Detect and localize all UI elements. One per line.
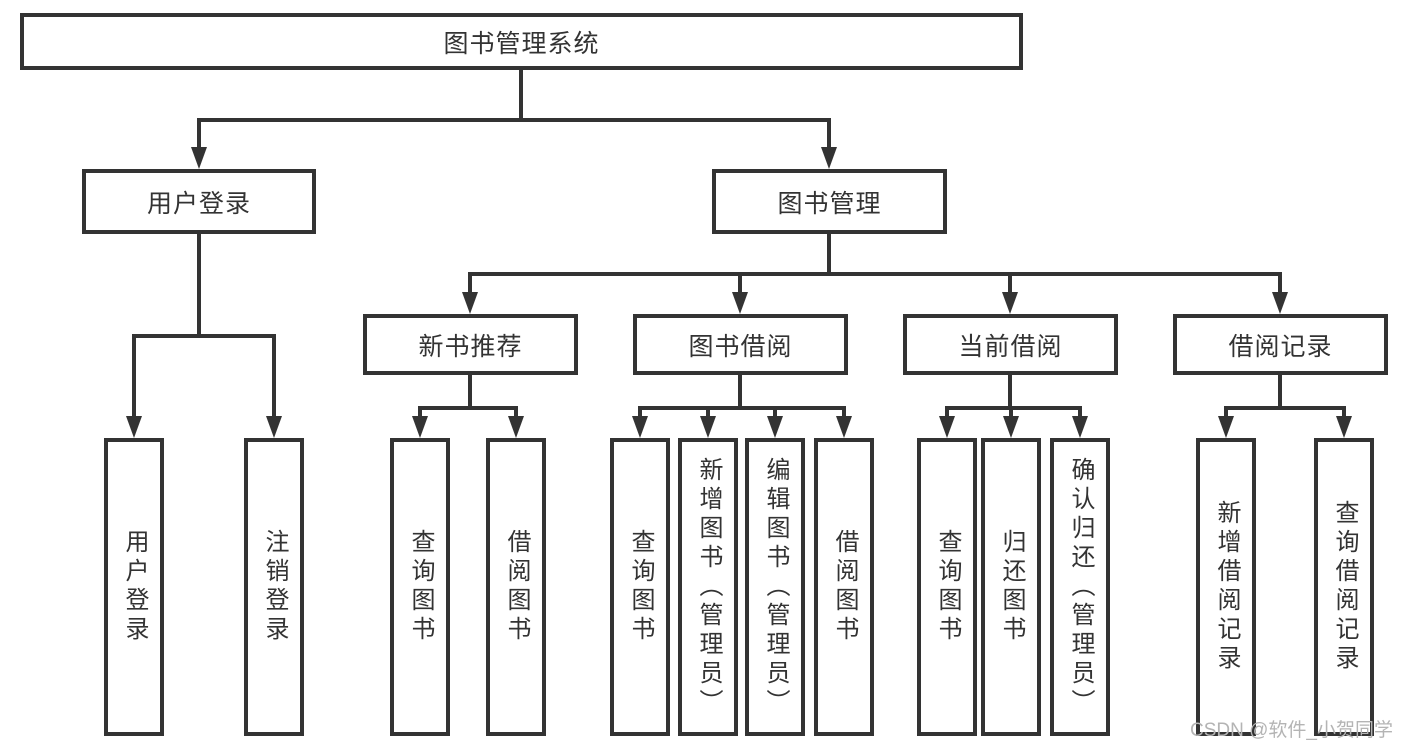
node-label: 图书借阅 [688, 332, 793, 361]
connector-arrowhead [767, 416, 783, 438]
node-return-books: 归还图书 [981, 438, 1041, 736]
connector-arrowhead [821, 147, 837, 169]
connector-line-vertical [514, 406, 518, 418]
node-user-login: 用户登录 [82, 169, 316, 234]
connector-line-vertical [706, 406, 710, 418]
node-add-borrow-record: 新增借阅记录 [1196, 438, 1256, 736]
connector-line-vertical [738, 272, 742, 294]
connector-arrowhead [1002, 292, 1018, 314]
connector-line-vertical [1342, 406, 1346, 418]
connector-arrowhead [836, 416, 852, 438]
node-label: 借阅记录 [1228, 332, 1333, 361]
connector-arrowhead [939, 416, 955, 438]
connector-line-horizontal [945, 406, 1082, 410]
connector-line-vertical [197, 232, 201, 338]
connector-line-vertical [738, 373, 742, 410]
connector-arrowhead [191, 147, 207, 169]
node-current-borrowing: 当前借阅 [903, 314, 1118, 375]
node-label: 用户登录 [146, 189, 251, 218]
connector-line-vertical [197, 118, 201, 149]
connector-line-vertical [519, 66, 523, 122]
connector-arrowhead [632, 416, 648, 438]
connector-arrowhead [700, 416, 716, 438]
connector-line-vertical [1224, 406, 1228, 418]
node-label: 当前借阅 [958, 332, 1063, 361]
connector-arrowhead [1072, 416, 1088, 438]
connector-line-vertical [1078, 406, 1082, 418]
node-label: 新增图书（管理员） [695, 456, 722, 718]
connector-line-horizontal [197, 118, 831, 122]
connector-arrowhead [1336, 416, 1352, 438]
node-borrow-books-borrowing: 借阅图书 [814, 438, 874, 736]
node-label: 新书推荐 [418, 332, 523, 361]
node-label: 新增借阅记录 [1213, 500, 1240, 674]
node-label: 用户登录 [121, 529, 148, 645]
node-label: 借阅图书 [503, 529, 530, 645]
connector-line-horizontal [468, 272, 1282, 276]
node-label: 归还图书 [998, 529, 1025, 645]
node-new-book-recommendation: 新书推荐 [363, 314, 578, 375]
connector-line-vertical [1008, 272, 1012, 294]
connector-line-vertical [1278, 272, 1282, 294]
node-query-books-borrowing: 查询图书 [610, 438, 670, 736]
node-label: 注销登录 [261, 529, 288, 645]
node-add-book-admin: 新增图书（管理员） [678, 438, 738, 736]
node-label: 图书管理系统 [443, 29, 600, 58]
connector-line-horizontal [638, 406, 846, 410]
connector-line-vertical [418, 406, 422, 418]
connector-line-horizontal [132, 334, 276, 338]
node-borrowing-records: 借阅记录 [1173, 314, 1388, 375]
connector-arrowhead [508, 416, 524, 438]
connector-line-vertical [638, 406, 642, 418]
connector-arrowhead [1003, 416, 1019, 438]
node-book-borrowing: 图书借阅 [633, 314, 848, 375]
connector-line-vertical [842, 406, 846, 418]
node-edit-book-admin: 编辑图书（管理员） [745, 438, 805, 736]
connector-line-vertical [773, 406, 777, 418]
node-label: 查询借阅记录 [1331, 500, 1358, 674]
connector-arrowhead [126, 416, 142, 438]
node-label: 确认归还（管理员） [1067, 456, 1094, 718]
connector-line-horizontal [418, 406, 518, 410]
node-query-borrow-record: 查询借阅记录 [1314, 438, 1374, 736]
connector-line-vertical [272, 334, 276, 418]
connector-line-vertical [468, 373, 472, 410]
connector-line-vertical [827, 118, 831, 149]
connector-line-horizontal [1224, 406, 1346, 410]
node-library-management-system: 图书管理系统 [20, 13, 1023, 70]
connector-arrowhead [462, 292, 478, 314]
connector-line-vertical [1008, 373, 1012, 410]
connector-arrowhead [732, 292, 748, 314]
node-borrow-books-recommend: 借阅图书 [486, 438, 546, 736]
node-label: 查询图书 [934, 529, 961, 645]
node-label: 图书管理 [777, 189, 882, 218]
connector-line-vertical [132, 334, 136, 418]
connector-line-vertical [945, 406, 949, 418]
node-logout-login: 注销登录 [244, 438, 304, 736]
node-label: 查询图书 [627, 529, 654, 645]
csdn-watermark: CSDN @软件_小贺同学 [1190, 720, 1393, 741]
connector-arrowhead [1218, 416, 1234, 438]
connector-arrowhead [266, 416, 282, 438]
node-label: 借阅图书 [831, 529, 858, 645]
node-label: 编辑图书（管理员） [762, 456, 789, 718]
connector-line-vertical [827, 232, 831, 276]
node-book-management: 图书管理 [712, 169, 947, 234]
node-query-books-current: 查询图书 [917, 438, 977, 736]
connector-line-vertical [1278, 373, 1282, 410]
connector-arrowhead [1272, 292, 1288, 314]
connector-line-vertical [1009, 406, 1013, 418]
node-confirm-return-admin: 确认归还（管理员） [1050, 438, 1110, 736]
node-user-login-leaf: 用户登录 [104, 438, 164, 736]
connector-line-vertical [468, 272, 472, 294]
node-query-books-recommend: 查询图书 [390, 438, 450, 736]
connector-arrowhead [412, 416, 428, 438]
node-label: 查询图书 [407, 529, 434, 645]
